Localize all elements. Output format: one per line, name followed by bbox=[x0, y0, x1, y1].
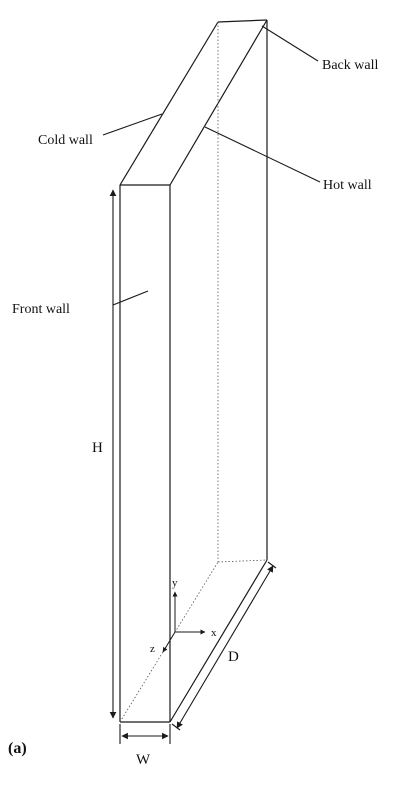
leader-lines bbox=[102, 25, 321, 306]
hot-face-bottom-edge bbox=[169, 559, 268, 723]
top-face-back-edge bbox=[217, 19, 268, 23]
depth-label: D bbox=[228, 649, 239, 665]
cold-wall-leader bbox=[102, 113, 163, 136]
height-dimension: H bbox=[92, 189, 117, 719]
hot-wall-label: Hot wall bbox=[323, 178, 372, 193]
x-axis-label: x bbox=[211, 627, 217, 639]
height-label: H bbox=[92, 440, 103, 456]
depth-dimension-line bbox=[176, 565, 274, 729]
y-axis-label: y bbox=[172, 577, 178, 589]
front-wall-label: Front wall bbox=[12, 302, 70, 317]
depth-extension-front bbox=[171, 723, 181, 731]
back-wall-label: Back wall bbox=[322, 58, 378, 73]
cold-wall-label: Cold wall bbox=[38, 133, 93, 148]
top-face-right-edge bbox=[169, 19, 268, 186]
width-label: W bbox=[136, 752, 151, 768]
coordinate-axes: y x z bbox=[150, 577, 217, 655]
depth-dimension: D bbox=[171, 561, 277, 731]
back-wall-leader bbox=[261, 25, 319, 62]
front-wall-leader bbox=[112, 290, 149, 306]
top-face-left-edge bbox=[119, 21, 219, 186]
hidden-back-bottom-edge bbox=[217, 559, 268, 563]
z-axis-arrow bbox=[162, 631, 176, 653]
figure-label: (a) bbox=[8, 740, 27, 757]
depth-extension-back bbox=[267, 561, 277, 569]
width-dimension: W bbox=[119, 724, 171, 768]
z-axis-label: z bbox=[150, 643, 155, 655]
box-outline bbox=[119, 19, 268, 723]
hot-wall-leader bbox=[204, 126, 321, 183]
